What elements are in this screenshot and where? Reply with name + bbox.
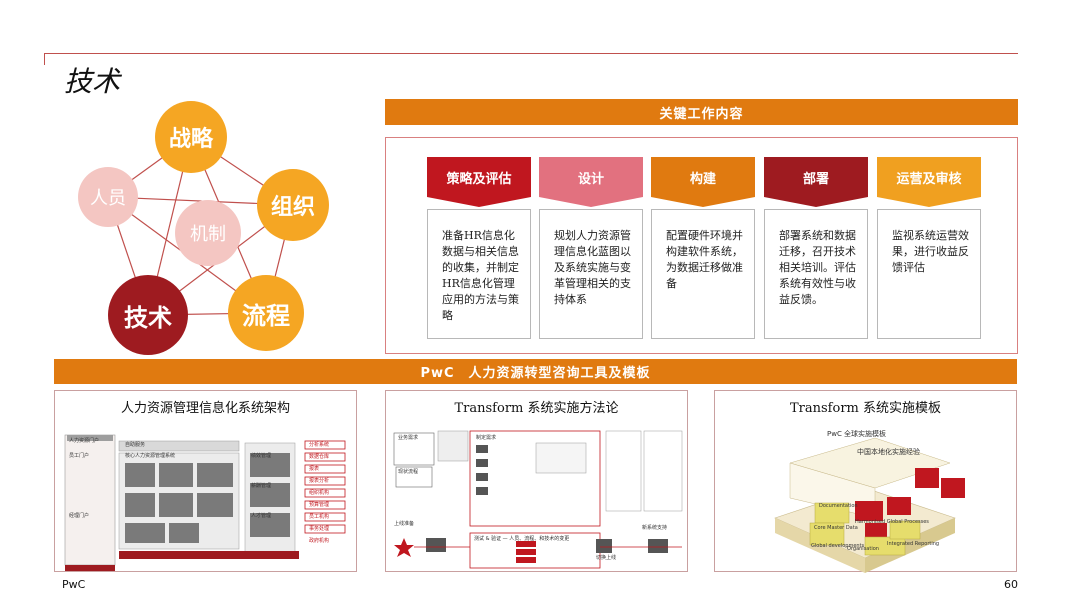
arch-label: 分析系统	[309, 442, 330, 448]
top-rule	[44, 53, 1018, 54]
phase-head: 运营及审核	[877, 157, 981, 207]
top-rule-tick	[44, 53, 45, 65]
arch-label: 组织机构	[309, 490, 330, 496]
phase-head: 部署	[764, 157, 868, 207]
method-label: 新系统支持	[642, 525, 668, 531]
phase-desc: 配置硬件环境并构建软件系统，为数据迁移做准备	[651, 209, 755, 339]
method-label: 测试 & 验证 — 人员、流程、和技术的变更	[474, 536, 570, 542]
template-label: Harmonised Global Processes	[855, 519, 929, 525]
template-panel: Transform 系统实施模板 PwC 全球实施模板 中国本地化实施经验 Do…	[714, 390, 1017, 573]
method-label: 上线准备	[394, 521, 415, 527]
phase-operate: 运营及审核 监视系统运营效果，进行收益反馈评估	[877, 157, 981, 339]
mechanism-circle: 机制	[175, 200, 241, 266]
template-label: Core Master Data	[814, 525, 858, 531]
strategy-circle: 战略	[155, 101, 227, 173]
pentagon-diagram: 人员 战略 组织 机制 技术 流程	[60, 95, 360, 355]
page-number: 60	[1004, 578, 1018, 591]
key-work-header: 关键工作内容	[385, 99, 1018, 125]
method-label: 制定需求	[476, 435, 497, 441]
page-title: 技术	[64, 65, 121, 98]
arch-label: 核心人力资源管理系统	[125, 453, 176, 459]
phase-desc: 监视系统运营效果，进行收益反馈评估	[877, 209, 981, 339]
arch-label: 自助服务	[125, 442, 146, 448]
architecture-title: 人力资源管理信息化系统架构	[120, 401, 290, 416]
arch-label: 政府机构	[309, 538, 330, 544]
arch-label: 员工门户	[69, 453, 90, 459]
architecture-panel: 人力资源管理信息化系统架构 人力资源门户 自助服务 核心人力资源管理系统 分析系…	[54, 390, 357, 572]
method-label: 切换上线	[596, 555, 617, 561]
arch-label: 报表	[309, 466, 320, 472]
method-label: 业务需求	[398, 435, 419, 441]
technology-circle: 技术	[108, 275, 188, 355]
phase-head: 构建	[651, 157, 755, 207]
phase-desc: 规划人力资源管理信息化蓝图以及系统实施与变革管理相关的支持体系	[539, 209, 643, 339]
template-label: PwC 全球实施模板	[827, 430, 887, 438]
arch-label: 绩效管理	[251, 453, 272, 459]
phase-desc: 部署系统和数据迁移，召开技术相关培训。评估系统有效性与收益反馈。	[764, 209, 868, 339]
people-circle: 人员	[78, 167, 138, 227]
phase-head: 策略及评估	[427, 157, 531, 207]
organization-circle: 组织	[257, 169, 329, 241]
phase-deploy: 部署 部署系统和数据迁移，召开技术相关培训。评估系统有效性与收益反馈。	[764, 157, 868, 339]
template-label: 中国本地化实施经验	[857, 448, 920, 456]
arch-label: 人力资源门户	[69, 438, 100, 444]
methodology-panel: Transform 系统实施方法论 业务需求 现状流程 制定需求 测试 & 验证…	[385, 390, 688, 572]
key-work-box: 策略及评估 准备HR信息化数据与相关信息的收集，并制定HR信息化管理应用的方法与…	[385, 137, 1018, 354]
phase-build: 构建 配置硬件环境并构建软件系统，为数据迁移做准备	[651, 157, 755, 339]
methodology-title: Transform 系统实施方法论	[454, 401, 619, 416]
arch-label: 经理门户	[69, 513, 90, 519]
arch-label: 事务处理	[309, 526, 330, 532]
architecture-thumbnail	[64, 434, 346, 571]
template-label: Global developments	[811, 543, 865, 549]
arch-label: 数据仓库	[309, 454, 330, 460]
phase-strategy: 策略及评估 准备HR信息化数据与相关信息的收集，并制定HR信息化管理应用的方法与…	[427, 157, 531, 339]
arch-label: 人才管理	[251, 513, 272, 519]
methodology-thumbnail	[393, 430, 683, 569]
phase-head: 设计	[539, 157, 643, 207]
template-label: Integrated Reporting	[887, 541, 940, 547]
template-label: Documentation	[819, 503, 858, 509]
template-title: Transform 系统实施模板	[790, 401, 941, 416]
template-thumbnail	[774, 437, 965, 573]
arch-label: 薪酬管理	[251, 483, 272, 489]
phase-desc: 准备HR信息化数据与相关信息的收集，并制定HR信息化管理应用的方法与策略	[427, 209, 531, 339]
process-circle: 流程	[228, 275, 304, 351]
template-label: Organisation	[847, 546, 879, 552]
arch-label: 预算管理	[309, 502, 330, 508]
footer-brand: PwC	[62, 578, 86, 591]
arch-label: 报表分析	[309, 478, 330, 484]
arch-label: 员工机构	[309, 514, 330, 520]
tools-header: PwC 人力资源转型咨询工具及模板	[54, 359, 1017, 384]
method-label: 现状流程	[398, 469, 419, 475]
phase-design: 设计 规划人力资源管理信息化蓝图以及系统实施与变革管理相关的支持体系	[539, 157, 643, 339]
